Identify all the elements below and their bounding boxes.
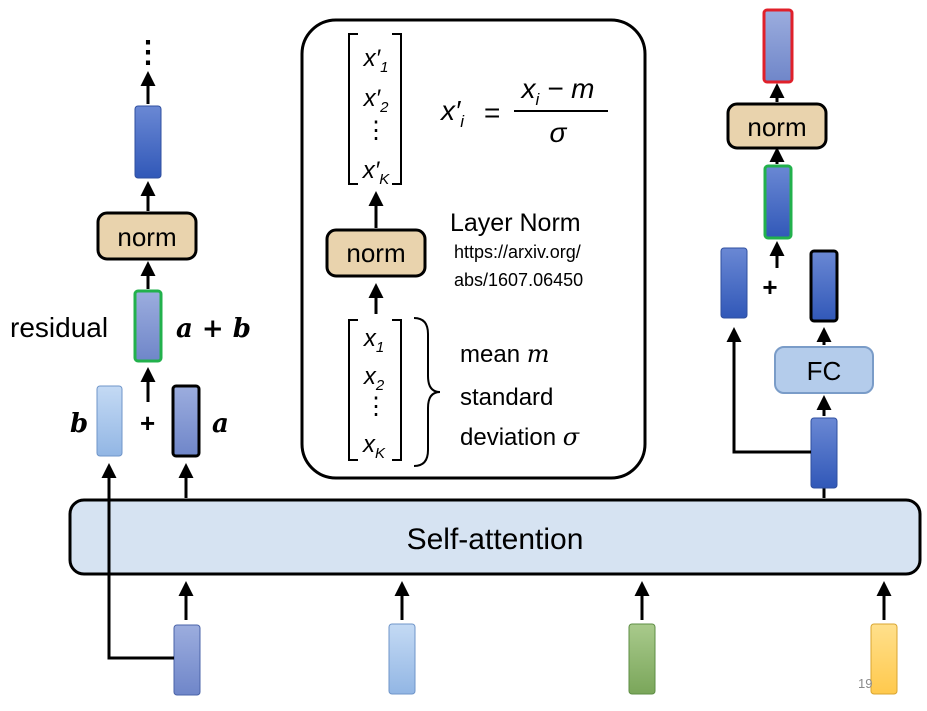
std-label-line1: standard [460,384,553,411]
layer-norm-url-line2: abs/1607.06450 [454,270,583,290]
std-label-line2: deviation σ [460,423,580,451]
a-plus-b-label: a + b [176,314,251,344]
input-entry-dots: ⋮ [364,393,388,420]
layer-norm-title: Layer Norm [450,209,581,237]
right-attention-output-vector [810,417,838,489]
page-number: 19 [858,676,873,691]
layer-norm-explanation-panel: x′1 x′2 ⋮ x′K x′i = xi − m σ norm Layer … [300,18,647,480]
svg-text:xi − m: xi − m [519,73,594,109]
continuation-dots: ⋮ [133,36,163,69]
left-norm-box [96,211,198,261]
left-plus: + [140,408,155,438]
mean-label: mean m [460,340,549,368]
right-norm-box [726,102,828,150]
b-label: b [70,409,88,439]
fc-output-vector [809,249,839,323]
center-norm-box [325,228,427,278]
input-vector-3 [628,623,656,695]
input-vector-1 [173,624,201,696]
normalization-formula: x′i = xi − m σ [439,73,608,148]
layer-norm-url-line1: https://arxiv.org/ [454,242,581,262]
center-norm-label: norm [346,238,405,268]
right-final-output-vector [762,8,794,84]
self-attention-label: Self-attention [407,523,584,556]
right-norm-label: norm [747,112,806,142]
input-arrows [178,581,892,620]
left-residual-panel: b + a residual a + b norm ⋮ [10,36,251,660]
fc-label: FC [807,356,842,386]
a-label: a [212,409,229,439]
input-vector-2 [388,623,416,695]
curly-brace [413,317,441,467]
right-fc-panel: FC + norm [720,8,874,498]
input-vector-4 [870,623,898,695]
svg-text:σ: σ [550,117,568,148]
fc-box [774,346,874,394]
residual-label: residual [10,312,108,343]
right-plus: + [762,272,777,302]
svg-text:=: = [484,97,500,128]
b-vector [96,385,123,457]
right-skip-vector [720,247,748,319]
left-output-vector [134,105,162,179]
self-attention-block: Self-attention [68,498,922,576]
svg-text:x′i: x′i [439,95,465,131]
output-entry-dots: ⋮ [364,117,388,144]
left-norm-label: norm [117,222,176,252]
a-vector [171,384,201,458]
residual-vector [133,289,163,363]
right-residual-vector [763,164,793,240]
